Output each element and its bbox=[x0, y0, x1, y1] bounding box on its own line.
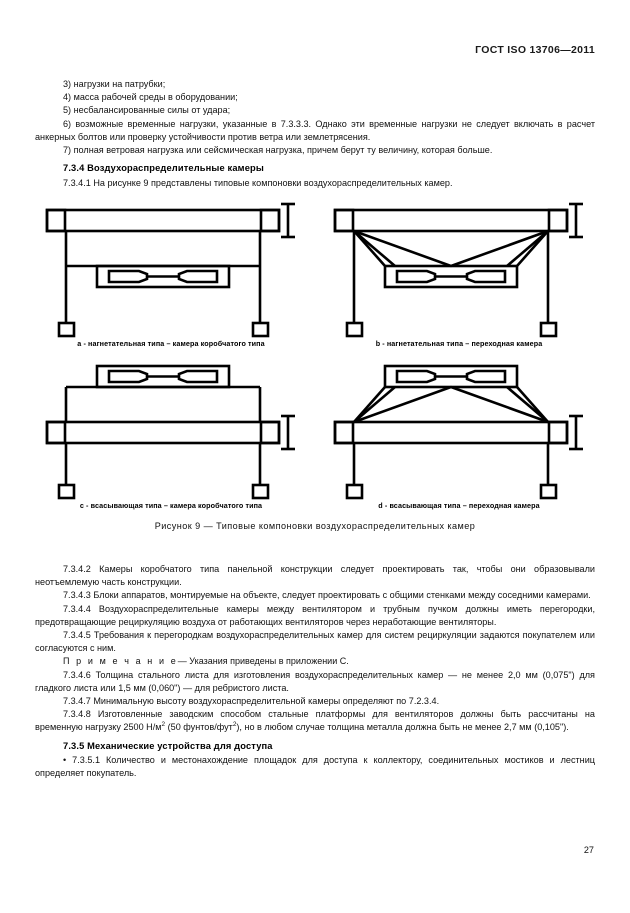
figure-caption-b: b - нагнетательная типа – переходная кам… bbox=[375, 339, 543, 348]
para-7-3-4-5: 7.3.4.5 Требования к перегородкам воздух… bbox=[35, 630, 595, 654]
figure-item-c: c - всасывающая типа – камера коробчатог… bbox=[35, 360, 307, 510]
drawing-induced-draft-transition-plenum bbox=[333, 364, 583, 500]
heading-7-3-4: 7.3.4 Воздухораспределительные камеры bbox=[63, 163, 264, 174]
para-7-3-4-6: 7.3.4.6 Толщина стального листа для изго… bbox=[35, 669, 595, 693]
figure-item-d: d - всасывающая типа – переходная камера bbox=[323, 360, 595, 510]
list-item-3: 3) нагрузки на патрубки; bbox=[63, 79, 166, 89]
figure-9: a - нагнетательная типа – камера коробча… bbox=[35, 198, 595, 531]
para-7-3-4-3: 7.3.4.3 Блоки аппаратов, монтируемые на … bbox=[63, 590, 591, 601]
superscript-square-1: 2 bbox=[161, 721, 166, 729]
figure-row-top: a - нагнетательная типа – камера коробча… bbox=[35, 198, 595, 348]
body-text-top: 3) нагрузки на патрубки; 4) масса рабоче… bbox=[35, 78, 595, 190]
para-7-3-4-4: 7.3.4.4 Воздухораспределительные камеры … bbox=[35, 603, 595, 627]
figure-caption-d: d - всасывающая типа – переходная камера bbox=[378, 501, 540, 510]
para-7-3-4-8-part2: (50 фунтов/фут bbox=[165, 722, 233, 733]
drawing-forced-draft-box-plenum bbox=[45, 202, 295, 338]
figure-item-a: a - нагнетательная типа – камера коробча… bbox=[35, 198, 307, 348]
para-7-3-4-8: 7.3.4.8 Изготовленные заводским способом… bbox=[35, 708, 595, 734]
document-header: ГОСТ ISO 13706—2011 bbox=[475, 44, 595, 56]
drawing-induced-draft-box-plenum bbox=[45, 364, 295, 500]
para-7-3-4-2: 7.3.4.2 Камеры коробчатого типа панельно… bbox=[35, 564, 595, 588]
figure-item-b: b - нагнетательная типа – переходная кам… bbox=[323, 198, 595, 348]
note-text: — Указания приведены в приложении С. bbox=[177, 656, 349, 667]
note-label: П р и м е ч а н и е bbox=[63, 656, 178, 667]
figure-caption-c: c - всасывающая типа – камера коробчатог… bbox=[79, 501, 263, 510]
page-number: 27 bbox=[583, 845, 594, 855]
para-7-3-4-8-part1: 7.3.4.8 Изготовленные заводским способом… bbox=[35, 709, 595, 733]
para-7-3-4-1: 7.3.4.1 На рисунке 9 представлены типовы… bbox=[63, 177, 453, 188]
list-item-6: 6) возможные временные нагрузки, указанн… bbox=[35, 118, 595, 142]
para-7-3-4-8-part3: ), но в любом случае толщина металла дол… bbox=[236, 722, 569, 733]
figure-caption-a: a - нагнетательная типа – камера коробча… bbox=[77, 339, 265, 348]
list-item-7: 7) полная ветровая нагрузка или сейсмиче… bbox=[63, 145, 493, 156]
para-7-3-4-7: 7.3.4.7 Минимальную высоту воздухораспре… bbox=[63, 696, 440, 707]
list-item-5: 5) несбалансированные силы от удара; bbox=[63, 105, 231, 116]
superscript-square-2: 2 bbox=[232, 721, 237, 729]
drawing-forced-draft-transition-plenum bbox=[333, 202, 583, 338]
note-paragraph: П р и м е ч а н и е— Указания приведены … bbox=[35, 655, 595, 668]
heading-7-3-5: 7.3.5 Механические устройства для доступ… bbox=[63, 740, 273, 751]
body-text-bottom: 7.3.4.2 Камеры коробчатого типа панельно… bbox=[35, 563, 595, 781]
figure-title: Рисунок 9 — Типовые компоновки воздухора… bbox=[154, 521, 476, 531]
figure-row-bottom: c - всасывающая типа – камера коробчатог… bbox=[35, 360, 595, 510]
para-7-3-5-1: • 7.3.5.1 Количество и местонахождение п… bbox=[35, 755, 595, 779]
list-item-4: 4) масса рабочей среды в оборудовании; bbox=[63, 92, 238, 103]
